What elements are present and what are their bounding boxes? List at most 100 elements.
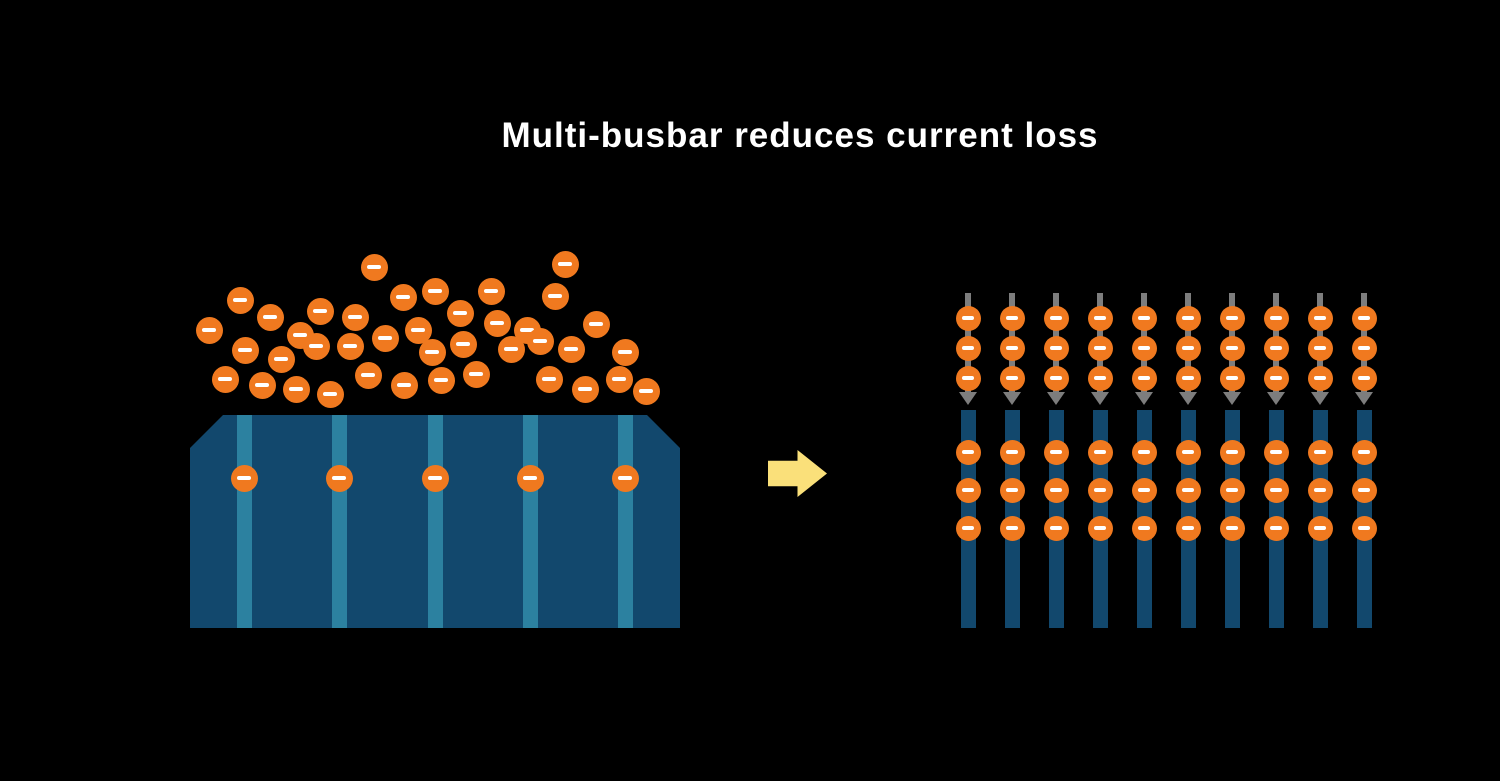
minus-sign — [1269, 316, 1283, 320]
minus-sign — [263, 314, 277, 320]
electron-icon — [526, 327, 554, 355]
electron-icon — [231, 336, 259, 364]
electron-icon — [1263, 335, 1289, 361]
electron-icon — [535, 365, 563, 393]
minus-sign — [1137, 526, 1151, 530]
electron-icon — [1351, 305, 1377, 331]
electron-icon — [1263, 515, 1289, 541]
electron-icon — [1131, 477, 1157, 503]
minus-sign — [639, 388, 653, 394]
electron-icon — [1307, 335, 1333, 361]
arrow-head — [1223, 392, 1241, 405]
electron-icon — [571, 375, 599, 403]
minus-sign — [1313, 346, 1327, 350]
minus-sign — [1313, 450, 1327, 454]
minus-sign — [396, 294, 410, 300]
electron-icon — [955, 365, 981, 391]
minus-sign — [1049, 488, 1063, 492]
electron-icon — [421, 277, 449, 305]
electron-icon — [1087, 305, 1113, 331]
electron-icon — [1043, 305, 1069, 331]
arrow-head — [1311, 392, 1329, 405]
electron-icon — [1087, 439, 1113, 465]
minus-sign — [1269, 450, 1283, 454]
electron-icon — [1219, 477, 1245, 503]
electron-icon — [955, 335, 981, 361]
minus-sign — [323, 391, 337, 397]
electron-icon — [1307, 515, 1333, 541]
electron-icon — [483, 309, 511, 337]
electron-icon — [541, 282, 569, 310]
minus-sign — [255, 382, 269, 388]
electron-icon — [955, 477, 981, 503]
minus-sign — [504, 346, 518, 352]
electron-icon — [1087, 365, 1113, 391]
electron-icon — [1043, 439, 1069, 465]
minus-sign — [1137, 450, 1151, 454]
electron-icon — [1131, 305, 1157, 331]
minus-sign — [1357, 488, 1371, 492]
minus-sign — [578, 386, 592, 392]
minus-sign — [612, 376, 626, 382]
electron-icon — [557, 335, 585, 363]
minus-sign — [1225, 376, 1239, 380]
electron-icon — [1351, 477, 1377, 503]
minus-sign — [1269, 376, 1283, 380]
minus-sign — [1357, 316, 1371, 320]
electron-icon — [230, 464, 258, 492]
electron-icon — [1351, 515, 1377, 541]
electron-icon — [1131, 365, 1157, 391]
electron-icon — [1307, 305, 1333, 331]
electron-icon — [1087, 515, 1113, 541]
electron-icon — [999, 477, 1025, 503]
minus-sign — [1137, 488, 1151, 492]
electron-icon — [421, 464, 449, 492]
minus-sign — [1225, 450, 1239, 454]
electron-icon — [999, 439, 1025, 465]
electron-icon — [449, 330, 477, 358]
minus-sign — [618, 475, 632, 481]
minus-sign — [1093, 316, 1107, 320]
electron-icon — [1263, 439, 1289, 465]
electron-icon — [248, 371, 276, 399]
minus-sign — [1093, 450, 1107, 454]
electron-icon — [1131, 439, 1157, 465]
electron-icon — [360, 253, 388, 281]
minus-sign — [558, 261, 572, 267]
minus-sign — [1357, 450, 1371, 454]
minus-sign — [202, 327, 216, 333]
minus-sign — [343, 343, 357, 349]
minus-sign — [1093, 488, 1107, 492]
minus-sign — [961, 316, 975, 320]
electron-icon — [1307, 477, 1333, 503]
minus-sign — [456, 341, 470, 347]
minus-sign — [1049, 450, 1063, 454]
electron-icon — [1351, 335, 1377, 361]
minus-sign — [1005, 376, 1019, 380]
minus-sign — [564, 346, 578, 352]
electron-icon — [418, 338, 446, 366]
minus-sign — [1181, 316, 1195, 320]
electron-icon — [999, 335, 1025, 361]
electron-icon — [282, 375, 310, 403]
minus-sign — [1005, 316, 1019, 320]
electron-icon — [582, 310, 610, 338]
minus-sign — [1313, 488, 1327, 492]
electron-icon — [1219, 335, 1245, 361]
arrow-head — [1179, 392, 1197, 405]
minus-sign — [961, 346, 975, 350]
minus-sign — [397, 382, 411, 388]
electron-icon — [341, 303, 369, 331]
minus-sign — [1225, 488, 1239, 492]
electron-icon — [256, 303, 284, 331]
electron-icon — [497, 335, 525, 363]
arrow-head — [1091, 392, 1109, 405]
electron-icon — [1175, 305, 1201, 331]
minus-sign — [293, 332, 307, 338]
electron-icon — [446, 299, 474, 327]
minus-sign — [434, 377, 448, 383]
arrow-head — [1047, 392, 1065, 405]
electron-icon — [302, 332, 330, 360]
